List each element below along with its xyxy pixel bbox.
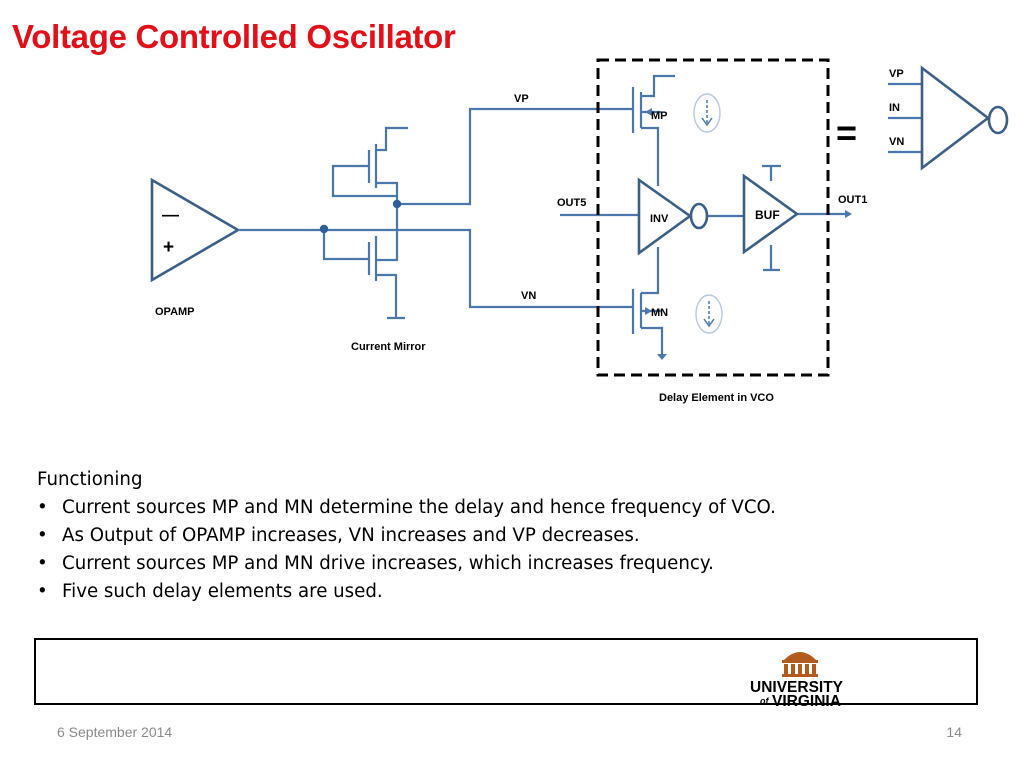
buf-label: BUF bbox=[755, 208, 780, 222]
inverter-symbol: INV bbox=[637, 177, 709, 256]
mp-label: MP bbox=[651, 110, 668, 122]
circuit-wires bbox=[238, 74, 852, 354]
bullet-item: Current sources MP and MN determine the … bbox=[37, 494, 977, 522]
equals-sign: = bbox=[836, 112, 857, 153]
rotunda-icon bbox=[782, 652, 818, 677]
logo-line-virginia: VIRGINIA bbox=[772, 693, 841, 708]
functioning-list: Current sources MP and MN determine the … bbox=[37, 494, 977, 606]
footer-date: 6 September 2014 bbox=[57, 724, 173, 740]
out1-label: OUT1 bbox=[838, 194, 867, 206]
out5-label: OUT5 bbox=[557, 197, 586, 209]
logo-of: of bbox=[760, 696, 769, 706]
symbol-vn-label: VN bbox=[889, 136, 904, 148]
bullet-item: Five such delay elements are used. bbox=[37, 578, 977, 606]
current-mirror-label: Current Mirror bbox=[351, 341, 426, 353]
functioning-heading: Functioning bbox=[37, 469, 143, 490]
bullet-item: Current sources MP and MN drive increase… bbox=[37, 550, 977, 578]
opamp-label: OPAMP bbox=[155, 306, 195, 318]
opamp-minus-sign: — bbox=[162, 205, 179, 224]
vco-circuit-diagram: — + OPAMP bbox=[150, 58, 1009, 404]
delay-element-label: Delay Element in VCO bbox=[659, 392, 774, 404]
bullet-item: As Output of OPAMP increases, VN increas… bbox=[37, 522, 977, 550]
slide-title: Voltage Controlled Oscillator bbox=[12, 18, 456, 55]
vn-label: VN bbox=[521, 290, 536, 302]
opamp-plus-sign: + bbox=[163, 237, 174, 258]
logo-line-university: UNIVERSITY bbox=[750, 679, 844, 696]
opamp-symbol: — + bbox=[150, 177, 241, 283]
functioning-section: Functioning Current sources MP and MN de… bbox=[37, 466, 977, 606]
current-indicator-mn bbox=[695, 294, 723, 334]
vp-label: VP bbox=[514, 93, 529, 105]
page-number: 14 bbox=[946, 724, 962, 740]
delay-element-symbol: VP IN VN bbox=[888, 65, 1009, 171]
university-logo: UNIVERSITY of VIRGINIA bbox=[750, 652, 844, 708]
mn-label: MN bbox=[651, 307, 668, 319]
inv-label: INV bbox=[650, 213, 669, 225]
symbol-vp-label: VP bbox=[889, 68, 904, 80]
current-indicator-mp bbox=[693, 93, 721, 133]
symbol-in-label: IN bbox=[889, 102, 900, 114]
buffer-symbol: BUF bbox=[742, 173, 800, 255]
footer-banner bbox=[34, 638, 978, 705]
